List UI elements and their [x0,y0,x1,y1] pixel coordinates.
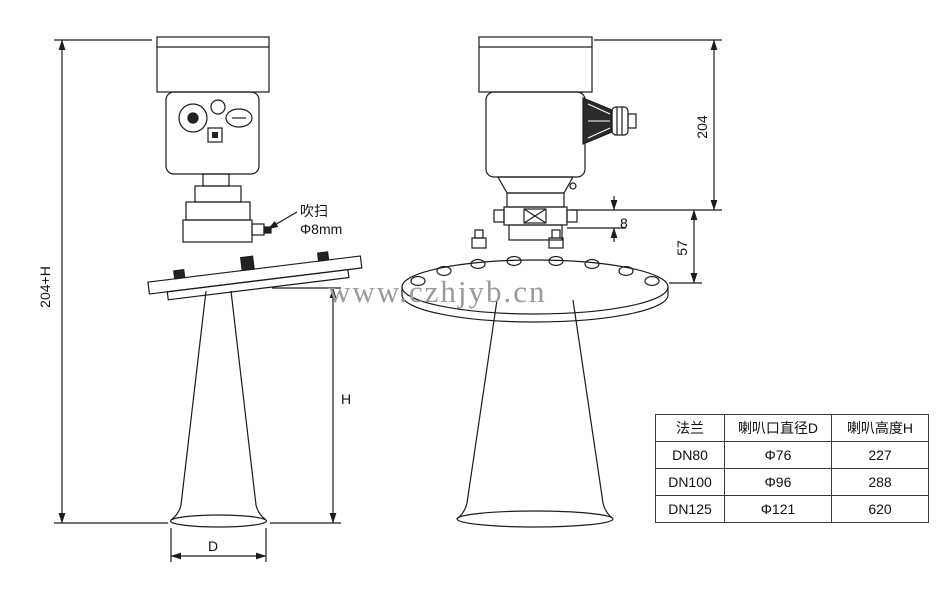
dimension-horn-diameter [170,528,267,562]
flange-bolts [471,229,564,249]
table-row: DN80 Φ76 227 [655,441,929,469]
dim-label-housing-height: 204 [694,115,710,139]
table-row: DN125 Φ121 620 [655,495,929,523]
table-header-flange: 法兰 [655,414,725,442]
purge-note-line1: 吹扫 [300,203,328,219]
dim-label-overall-height: 204+H [37,266,53,308]
dim-label-horn-height: H [341,391,351,407]
dimension-gap [567,196,626,242]
table-cell: 620 [831,495,929,523]
purge-fitting [251,223,272,236]
table-header-horn-diameter: 喇叭口直径D [724,414,832,442]
housing-cap-side [478,36,593,93]
table-row: DN100 Φ96 288 [655,468,929,496]
housing-cap-front [156,36,270,93]
table-header-horn-height: 喇叭高度H [831,414,929,442]
dim-label-neck-height: 57 [674,240,690,256]
front-view [54,36,363,562]
table-cell: DN80 [655,441,725,469]
table-cell: 288 [831,468,929,496]
horn-spec-table: 法兰 喇叭口直径D 喇叭高度H DN80 Φ76 227 DN100 Φ96 2… [655,414,929,523]
dimension-overall-height [54,39,168,524]
dimension-neck-height [669,209,702,284]
housing-body-side [485,91,586,190]
dim-label-horn-diameter: D [208,538,218,554]
table-cell: Φ121 [724,495,832,523]
table-header-row: 法兰 喇叭口直径D 喇叭高度H [655,414,929,442]
housing-body-front [165,91,260,175]
flange-side [401,255,669,323]
table-cell: Φ96 [724,468,832,496]
side-view [401,36,722,528]
table-cell: DN125 [655,495,725,523]
horn-antenna-front [169,290,268,528]
purge-leader [267,211,298,230]
dimension-horn-height [270,287,341,524]
purge-note-line2: Φ8mm [300,221,342,237]
cable-gland [582,97,637,145]
table-cell: DN100 [655,468,725,496]
process-connection-front [182,173,272,243]
flange-front [147,251,363,301]
table-cell: Φ76 [724,441,832,469]
horn-antenna-side [456,299,614,528]
process-connection-side [493,176,578,241]
table-cell: 227 [831,441,929,469]
dim-label-gap: 8 [620,215,628,231]
